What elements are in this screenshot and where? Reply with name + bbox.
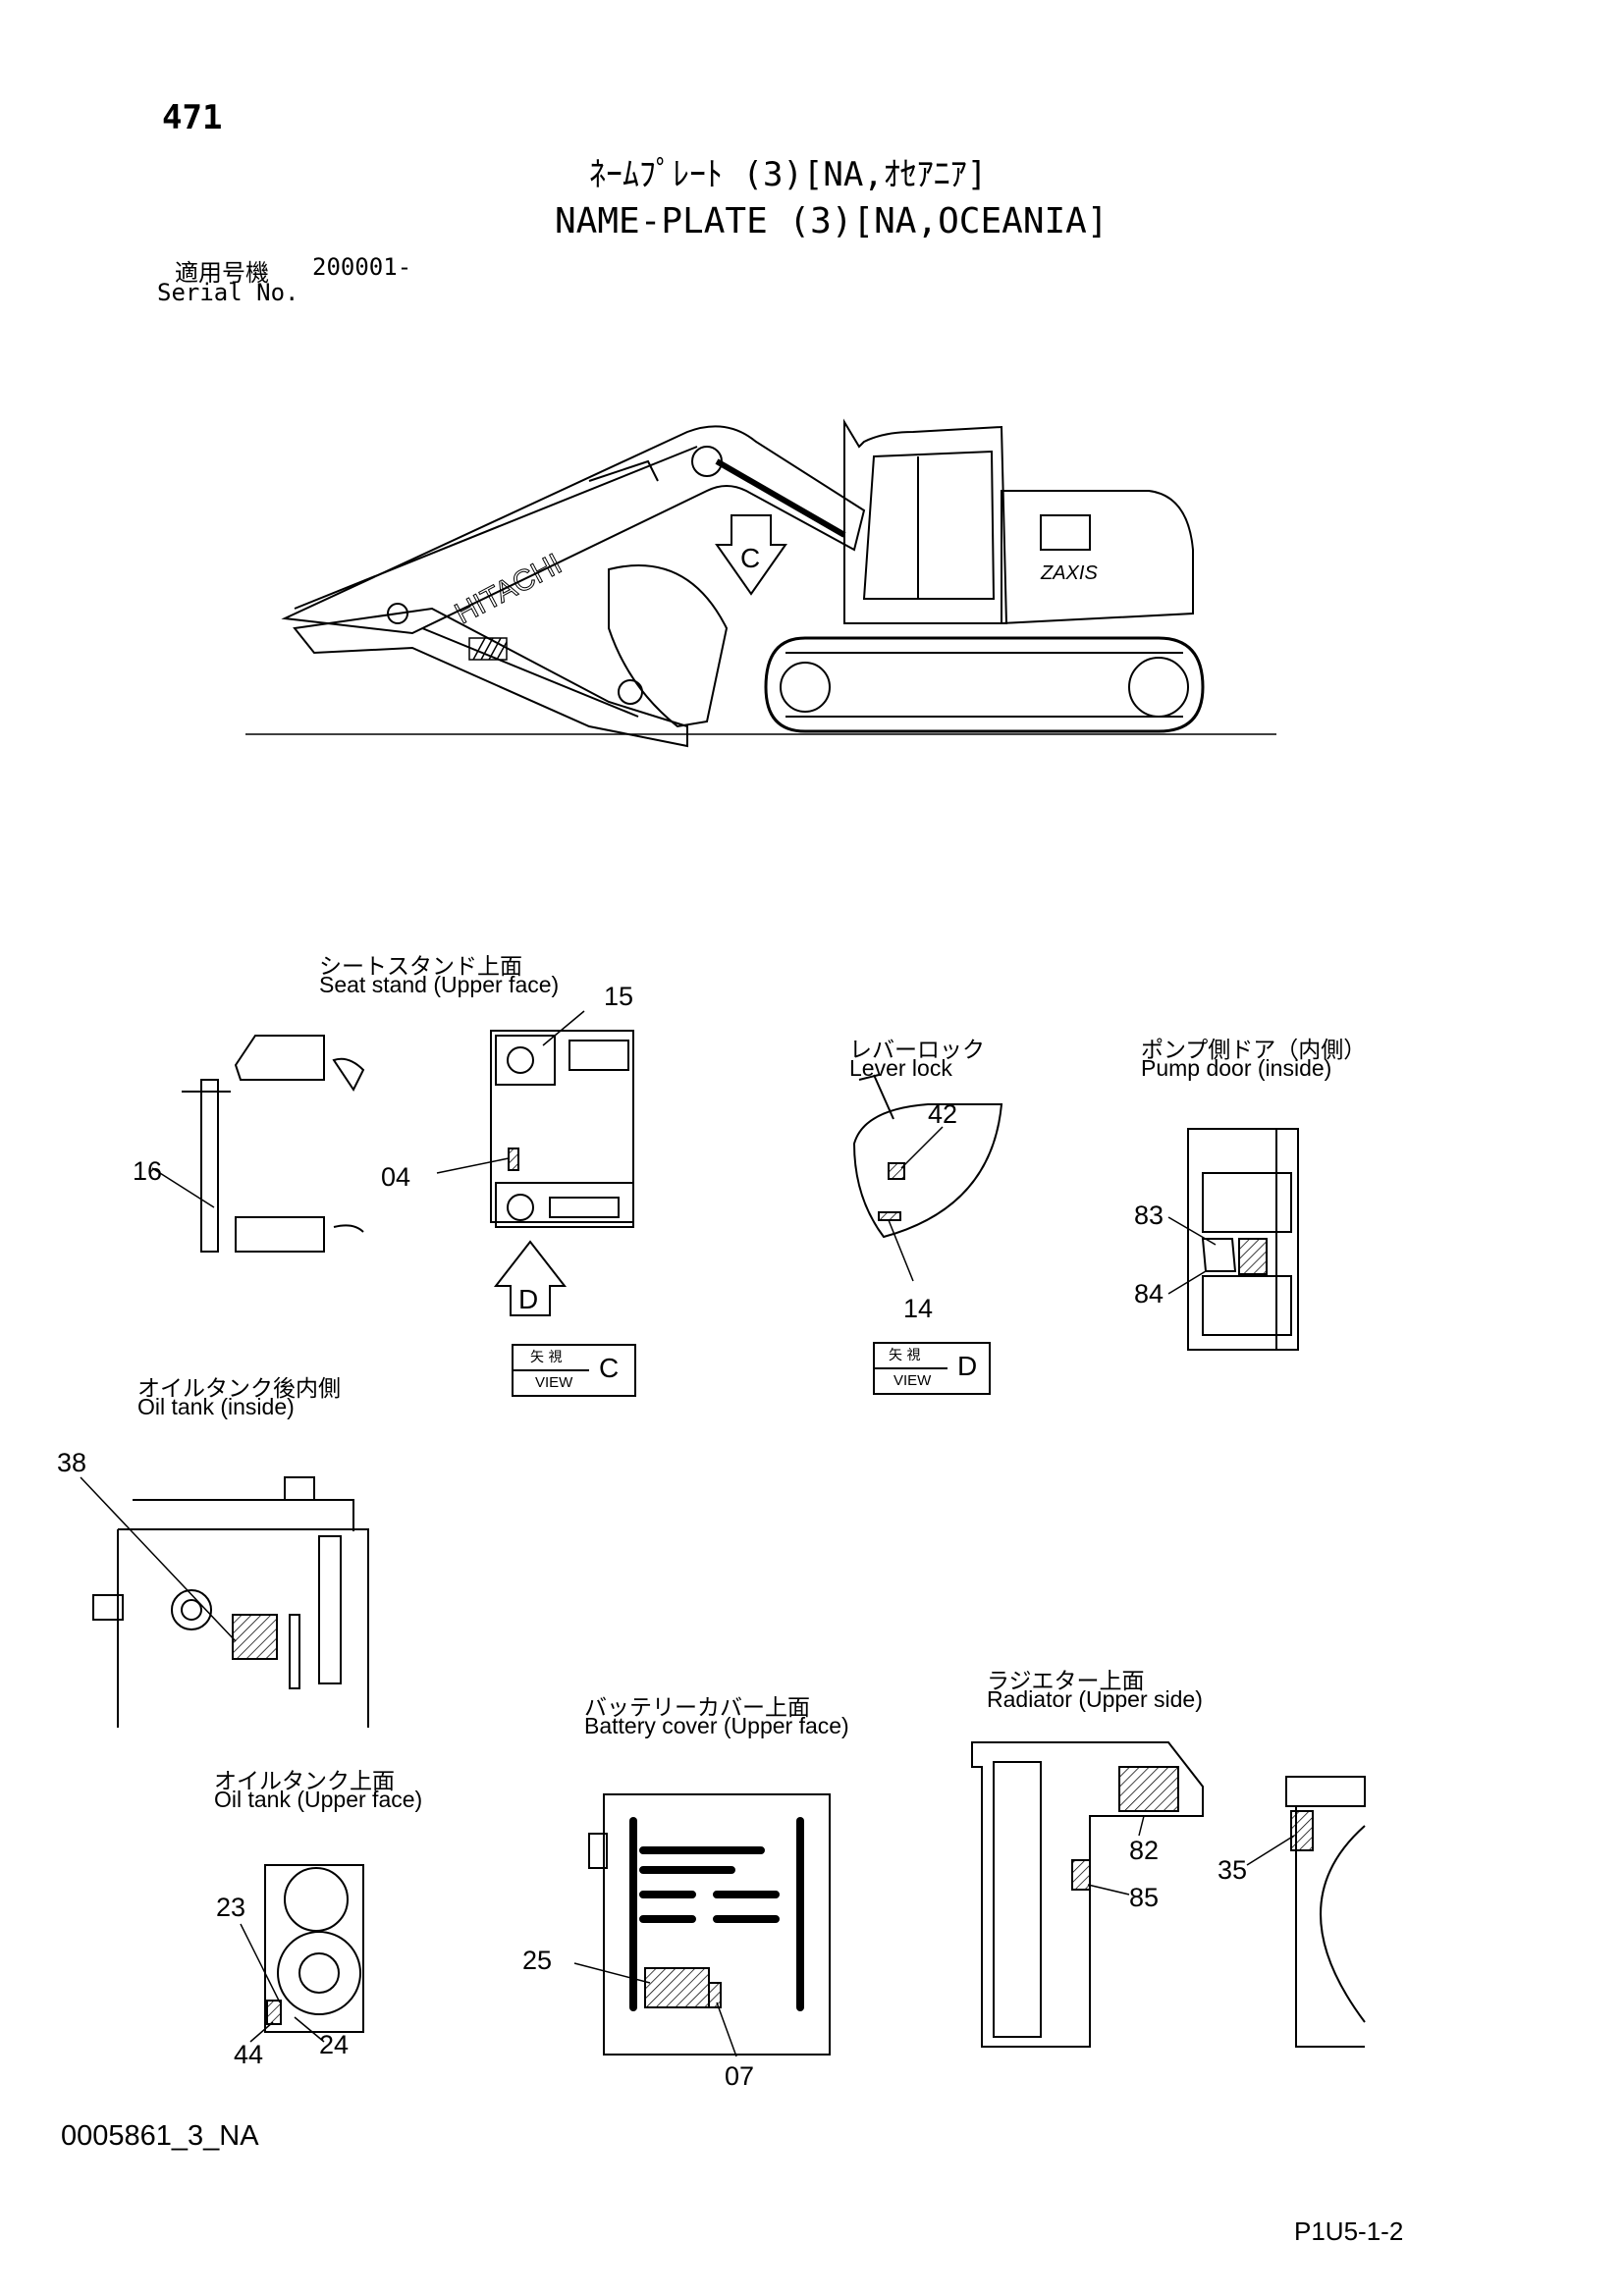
serial-value: 200001- <box>312 253 412 281</box>
view-d-box-jp: 矢 視 <box>889 1348 921 1363</box>
view-c-box-letter: C <box>599 1353 620 1383</box>
callout-16: 16 <box>133 1156 163 1186</box>
excavator-diagram: HITACHI ZAXIS C <box>245 418 1276 748</box>
serial-label-en: Serial No. <box>157 279 299 306</box>
serial-label-jp: 適用号機 <box>175 259 269 287</box>
document-id: 0005861_3_NA <box>61 2120 259 2152</box>
view-c-arrow-letter: C <box>740 543 760 573</box>
oil-tank-inside-label-jp: オイルタンク後内側 <box>137 1376 341 1402</box>
view-d-box-letter: D <box>957 1351 978 1381</box>
callout-84: 84 <box>1134 1279 1164 1308</box>
callout-23: 23 <box>216 1893 246 1922</box>
pump-door-label-jp: ポンプ側ドア（内側） <box>1141 1038 1367 1063</box>
callout-82: 82 <box>1129 1836 1160 1865</box>
oil-tank-upper-label-jp: オイルタンク上面 <box>214 1769 395 1794</box>
oil-tank-upper-label-en: Oil tank (Upper face) <box>214 1787 423 1812</box>
view-d-box-en: VIEW <box>893 1372 932 1389</box>
page-number: 471 <box>162 98 223 137</box>
callout-04: 04 <box>381 1162 411 1192</box>
oil-tank-inside-label-en: Oil tank (inside) <box>137 1394 295 1419</box>
callout-25: 25 <box>522 1946 553 1975</box>
callout-15: 15 <box>604 982 634 1011</box>
callout-83: 83 <box>1134 1201 1164 1230</box>
title-english: NAME-PLATE (3)[NA,OCEANIA] <box>555 201 1109 241</box>
callout-35: 35 <box>1218 1855 1248 1885</box>
view-d-arrow-letter: D <box>518 1284 539 1314</box>
model-text: ZAXIS <box>1040 562 1098 584</box>
callout-38: 38 <box>57 1448 87 1477</box>
callout-85: 85 <box>1129 1883 1160 1912</box>
view-c-box-jp: 矢 視 <box>530 1350 563 1365</box>
callout-24: 24 <box>319 2030 350 2059</box>
page-code: P1U5-1-2 <box>1294 2216 1404 2246</box>
title-japanese: ﾈｰﾑﾌﾟﾚｰﾄ (3)[NA,ｵｾｱﾆｱ] <box>589 155 988 194</box>
seat-stand-label-en: Seat stand (Upper face) <box>319 972 560 997</box>
pump-door-label-en: Pump door (inside) <box>1141 1055 1332 1081</box>
radiator-label-en: Radiator (Upper side) <box>987 1686 1203 1712</box>
callout-14: 14 <box>903 1294 934 1323</box>
view-c-box-en: VIEW <box>535 1374 573 1391</box>
callout-44: 44 <box>234 2040 264 2069</box>
battery-cover-label-jp: バッテリーカバー上面 <box>584 1695 810 1721</box>
callout-07: 07 <box>725 2061 755 2091</box>
battery-cover-label-en: Battery cover (Upper face) <box>584 1713 849 1738</box>
seat-stand-label-jp: シートスタンド上面 <box>319 954 522 980</box>
radiator-label-jp: ラジエター上面 <box>987 1669 1145 1694</box>
callout-42: 42 <box>928 1099 958 1129</box>
lever-lock-label-jp: レバーロック <box>849 1038 985 1063</box>
lever-lock-label-en: Lever lock <box>849 1055 952 1081</box>
